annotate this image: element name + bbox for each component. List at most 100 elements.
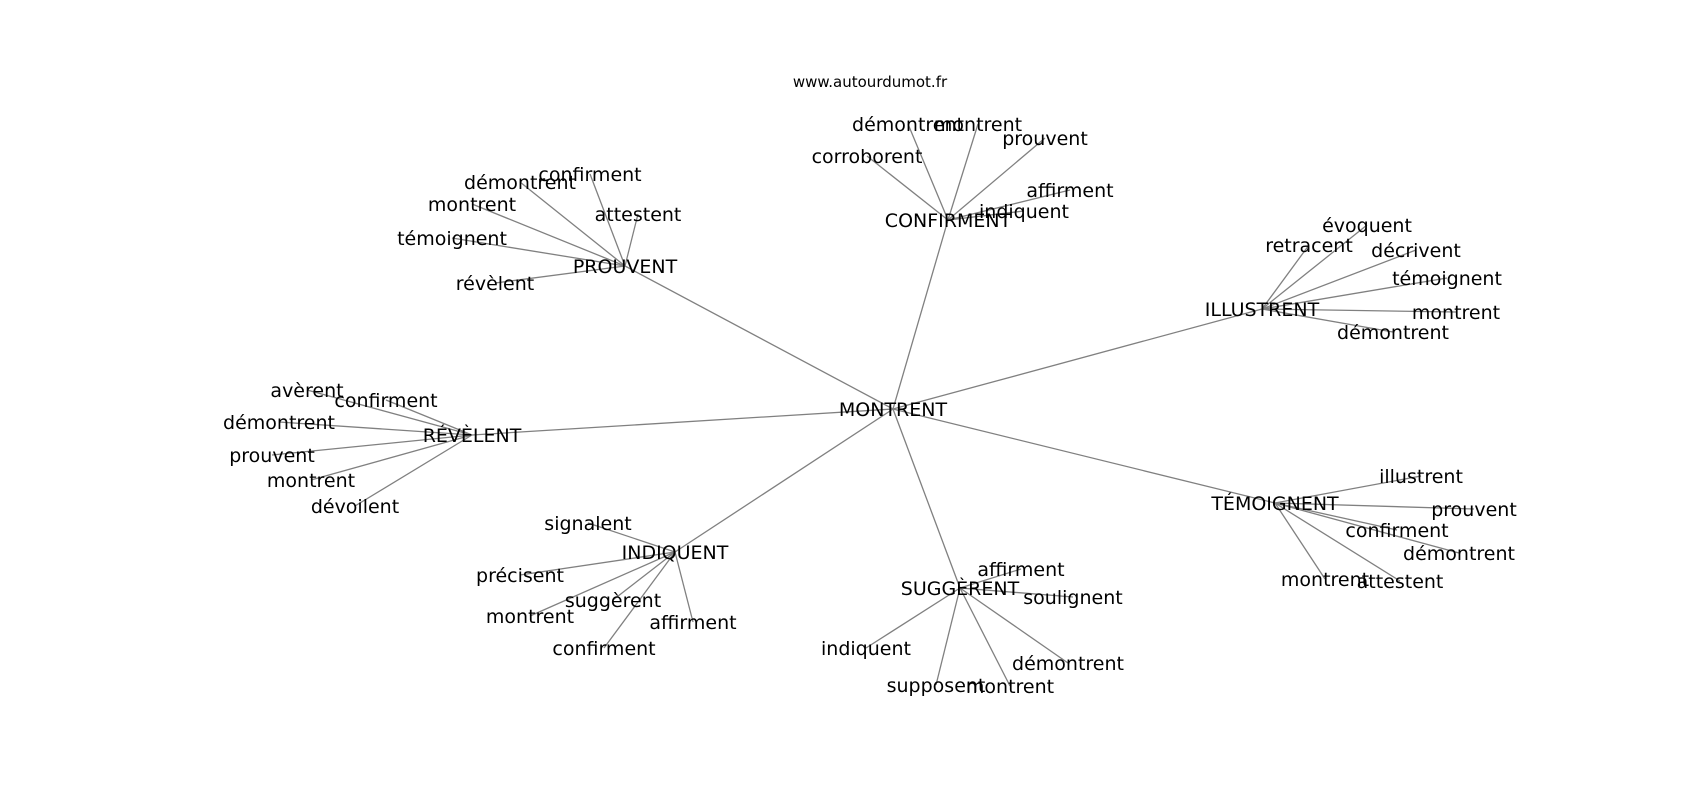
hub-to-leaf-edge bbox=[674, 551, 694, 623]
leaf-node-label: montrent bbox=[428, 194, 516, 216]
hub-to-leaf-edge bbox=[306, 389, 473, 436]
leaf-node-label: montrent bbox=[1412, 302, 1500, 324]
hub-to-leaf-edge bbox=[354, 434, 473, 507]
hub-to-leaf-edge bbox=[1261, 308, 1394, 333]
leaf-node-label: démontrent bbox=[223, 412, 335, 434]
leaf-node-label: témoignent bbox=[397, 228, 507, 250]
hub-to-leaf-edge bbox=[1261, 249, 1417, 310]
hub-node-label: SUGGÈRENT bbox=[901, 577, 1020, 600]
leaf-node-label: attestent bbox=[595, 204, 682, 226]
leaf-node-label: illustrent bbox=[1379, 466, 1463, 488]
hub-to-leaf-edge bbox=[1274, 502, 1460, 554]
leaf-node-label: indiquent bbox=[979, 201, 1069, 223]
hub-to-leaf-edge bbox=[959, 587, 1074, 598]
hub-to-leaf-edge bbox=[529, 551, 676, 617]
leaf-node-label: montrent bbox=[934, 114, 1022, 136]
hub-to-leaf-edge bbox=[947, 137, 1046, 221]
leaf-node-label: évoquent bbox=[1322, 215, 1412, 237]
hub-to-leaf-edge bbox=[494, 265, 626, 284]
leaf-node-label: précisent bbox=[476, 565, 564, 587]
hub-to-leaf-edge bbox=[1274, 502, 1326, 580]
leaf-node-label: signalent bbox=[544, 513, 631, 535]
hub-to-leaf-edge bbox=[1274, 502, 1401, 582]
center-to-hub-edge bbox=[892, 219, 949, 410]
leaf-node-label: prouvent bbox=[229, 445, 315, 467]
leaf-node-label: montrent bbox=[267, 470, 355, 492]
hub-to-leaf-edge bbox=[603, 551, 676, 649]
leaf-node-label: démontrent bbox=[1012, 653, 1124, 675]
center-to-hub-edge bbox=[892, 408, 961, 589]
hub-to-leaf-edge bbox=[587, 522, 676, 553]
hub-to-leaf-edge bbox=[947, 189, 1071, 221]
leaf-node-label: suggèrent bbox=[565, 590, 661, 612]
hub-to-leaf-edge bbox=[451, 237, 626, 267]
hub-to-leaf-edge bbox=[947, 210, 1025, 221]
leaf-node-label: attestent bbox=[1357, 571, 1444, 593]
hub-to-leaf-edge bbox=[310, 434, 473, 481]
center-to-hub-edge bbox=[674, 408, 894, 553]
leaf-node-label: montrent bbox=[486, 606, 574, 628]
hub-to-leaf-edge bbox=[519, 551, 676, 576]
leaf-node-label: affirment bbox=[977, 559, 1064, 581]
hub-to-leaf-edge bbox=[1261, 308, 1457, 313]
leaf-node-label: supposent bbox=[887, 675, 986, 697]
leaf-node-label: confirment bbox=[538, 164, 641, 186]
leaf-node-label: affirment bbox=[649, 612, 736, 634]
hub-to-leaf-edge bbox=[1274, 502, 1398, 531]
leaf-node-label: montrent bbox=[1281, 569, 1369, 591]
hub-to-leaf-edge bbox=[1261, 277, 1448, 310]
hub-node-label: CONFIRMENT bbox=[885, 210, 1012, 232]
leaf-node-label: prouvent bbox=[1431, 499, 1517, 521]
hub-to-leaf-edge bbox=[471, 203, 626, 267]
hub-node-label: INDIQUENT bbox=[622, 542, 729, 564]
hub-node-label: PROUVENT bbox=[573, 256, 678, 278]
center-node-label: MONTRENT bbox=[839, 399, 948, 421]
hub-to-leaf-edge bbox=[959, 568, 1022, 589]
leaf-node-label: soulignent bbox=[1023, 587, 1122, 609]
hub-to-leaf-edge bbox=[624, 213, 639, 267]
leaf-node-label: dévoilent bbox=[311, 496, 399, 518]
hub-to-leaf-edge bbox=[1261, 224, 1368, 310]
center-to-hub-edge bbox=[892, 408, 1276, 504]
edges-layer bbox=[271, 123, 1475, 687]
hub-to-leaf-edge bbox=[947, 123, 979, 221]
leaf-node-label: démontrent bbox=[464, 172, 576, 194]
leaf-node-label: décrivent bbox=[1371, 240, 1461, 262]
hub-to-leaf-edge bbox=[865, 587, 961, 649]
hub-to-leaf-edge bbox=[935, 587, 961, 686]
source-label: www.autourdumot.fr bbox=[793, 73, 948, 91]
hub-node-label: ILLUSTRENT bbox=[1205, 299, 1320, 321]
leaf-node-label: démontrent bbox=[1403, 543, 1515, 565]
hub-to-leaf-edge bbox=[1274, 502, 1475, 510]
leaf-node-label: confirment bbox=[552, 638, 655, 660]
hub-to-leaf-edge bbox=[866, 155, 949, 221]
leaf-node-label: corroborent bbox=[812, 146, 923, 168]
leaf-node-label: prouvent bbox=[1002, 128, 1088, 150]
leaf-node-label: confirment bbox=[1345, 520, 1448, 542]
leaf-node-label: révèlent bbox=[456, 273, 534, 295]
hub-to-leaf-edge bbox=[959, 587, 1069, 664]
center-to-hub-edge bbox=[624, 265, 894, 410]
leaf-node-label: confirment bbox=[334, 390, 437, 412]
hub-to-leaf-edge bbox=[1261, 244, 1310, 310]
hub-to-leaf-edge bbox=[519, 181, 626, 267]
leaf-node-label: affirment bbox=[1026, 180, 1113, 202]
center-to-hub-edge bbox=[892, 308, 1263, 410]
hub-to-leaf-edge bbox=[589, 173, 626, 267]
hub-to-leaf-edge bbox=[385, 399, 473, 436]
hub-to-leaf-edge bbox=[278, 421, 473, 436]
leaf-node-label: montrent bbox=[966, 676, 1054, 698]
hub-to-leaf-edge bbox=[271, 434, 473, 456]
hub-to-leaf-edge bbox=[1274, 475, 1422, 504]
hub-node-label: RÉVÈLENT bbox=[423, 424, 522, 447]
leaf-node-label: démontrent bbox=[852, 114, 964, 136]
hub-to-leaf-edge bbox=[907, 123, 949, 221]
leaf-node-label: démontrent bbox=[1337, 322, 1449, 344]
hub-to-leaf-edge bbox=[959, 587, 1011, 687]
leaf-node-label: retracent bbox=[1265, 235, 1353, 257]
center-to-hub-edge bbox=[471, 408, 894, 436]
hub-node-label: TÉMOIGNENT bbox=[1210, 492, 1339, 515]
hub-to-leaf-edge bbox=[612, 551, 676, 601]
leaf-node-label: indiquent bbox=[821, 638, 911, 660]
